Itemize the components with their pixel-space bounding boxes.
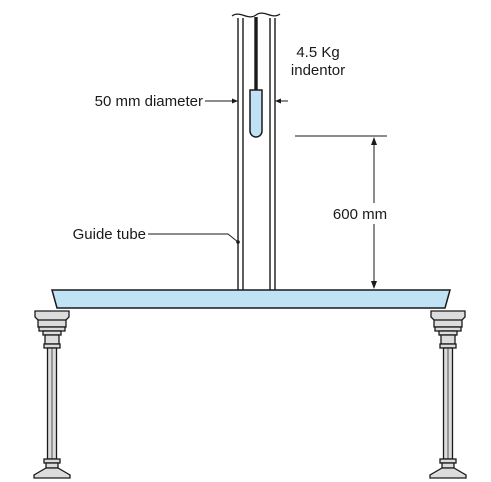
diameter-callout (205, 98, 288, 104)
height-label: 600 mm (333, 206, 387, 223)
indentor-label-line2: indentor (291, 62, 345, 79)
right-pedestal (429, 310, 467, 479)
indentor (249, 17, 263, 138)
left-pedestal (33, 310, 71, 479)
water-tank (51, 289, 451, 309)
guide-tube-callout (148, 233, 240, 244)
guide-tube-label: Guide tube (73, 226, 146, 243)
diameter-label: 50 mm diameter (95, 93, 203, 110)
height-dimension (295, 135, 387, 289)
indentor-label-line1: 4.5 Kg (296, 44, 339, 61)
guide-tube (231, 12, 281, 290)
indentor-weight (249, 89, 263, 138)
